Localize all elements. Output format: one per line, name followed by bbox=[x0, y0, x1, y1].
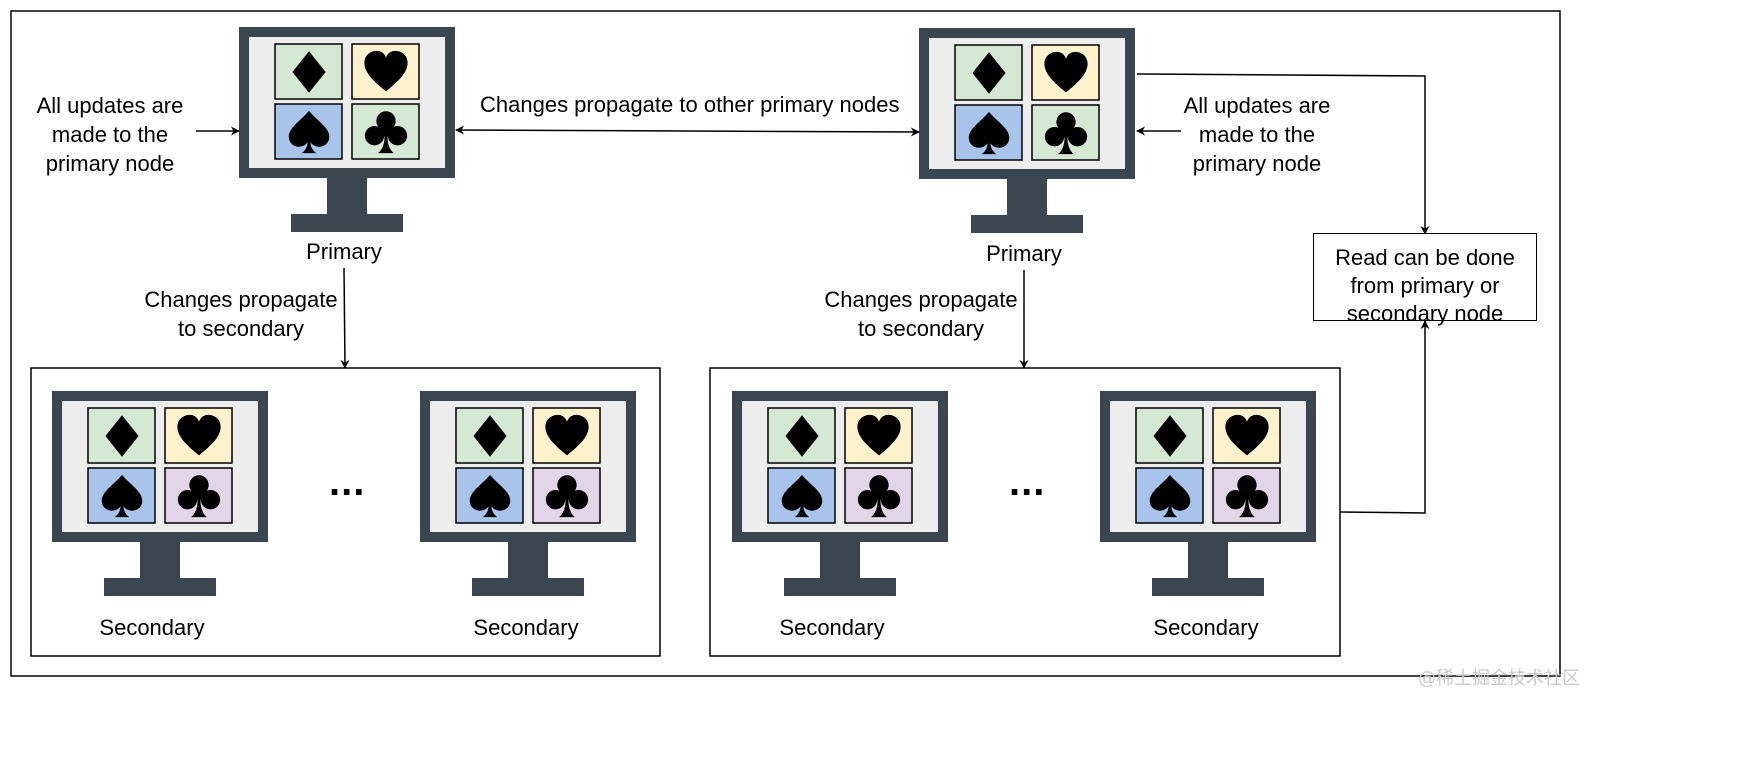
monitor-base bbox=[291, 214, 403, 232]
secondary-label-1: Secondary bbox=[99, 615, 205, 640]
left-updates-line-1: All updates are bbox=[36, 93, 184, 118]
read-box-line-1: Read can be done bbox=[1335, 245, 1515, 270]
left-propagate-secondary-label: Changes propagate to secondary bbox=[140, 285, 342, 343]
monitor-base bbox=[104, 578, 216, 596]
right-propagate-line-1: Changes propagate bbox=[824, 287, 1018, 312]
read-box-line-2: from primary or bbox=[1350, 273, 1500, 298]
monitor-base bbox=[1152, 578, 1264, 596]
monitor-neck bbox=[140, 542, 180, 580]
secondary-monitor-3 bbox=[732, 391, 948, 596]
monitor-neck bbox=[1188, 542, 1228, 580]
right-primary-monitor bbox=[919, 28, 1135, 233]
right-updates-line-3: primary node bbox=[1192, 151, 1322, 176]
outer-frame bbox=[10, 10, 1561, 677]
right-updates-line-2: made to the bbox=[1198, 122, 1316, 147]
secondary-label-3: Secondary bbox=[779, 615, 885, 640]
monitor-neck bbox=[1007, 179, 1047, 217]
right-updates-line-1: All updates are bbox=[1183, 93, 1331, 118]
monitor-neck bbox=[508, 542, 548, 580]
right-ellipsis: ... bbox=[1009, 460, 1046, 504]
left-primary-monitor bbox=[239, 27, 455, 232]
right-updates-label: All updates are made to the primary node bbox=[1177, 91, 1337, 178]
left-ellipsis: ... bbox=[329, 460, 366, 504]
right-propagate-secondary-label: Changes propagate to secondary bbox=[820, 285, 1022, 343]
left-updates-line-3: primary node bbox=[45, 151, 175, 176]
monitor-neck bbox=[820, 542, 860, 580]
monitor-base bbox=[971, 215, 1083, 233]
right-propagate-line-2: to secondary bbox=[858, 316, 984, 341]
propagate-primary-label: Changes propagate to other primary nodes bbox=[480, 92, 900, 117]
left-primary-label: Primary bbox=[306, 239, 382, 264]
watermark: @稀土掘金技术社区 bbox=[1418, 668, 1580, 689]
secondary-label-2: Secondary bbox=[473, 615, 579, 640]
left-updates-line-2: made to the bbox=[51, 122, 169, 147]
read-box-line-3: secondary node bbox=[1346, 301, 1504, 326]
arrow-primary-to-primary bbox=[455, 125, 920, 137]
monitors bbox=[52, 27, 1316, 596]
arrow-left-primary-to-secondary bbox=[340, 267, 350, 369]
left-propagate-line-1: Changes propagate bbox=[144, 287, 338, 312]
read-box: Read can be done from primary or seconda… bbox=[1313, 233, 1537, 326]
monitor-base bbox=[472, 578, 584, 596]
arrow-secondary-to-read-box bbox=[1339, 320, 1430, 514]
monitor-neck bbox=[327, 178, 367, 216]
right-primary-label: Primary bbox=[986, 241, 1062, 266]
secondary-monitor-1 bbox=[52, 391, 268, 596]
monitor-base bbox=[784, 578, 896, 596]
left-propagate-line-2: to secondary bbox=[178, 316, 304, 341]
secondary-monitor-4 bbox=[1100, 391, 1316, 596]
arrow-primary-to-read-box bbox=[1136, 73, 1430, 235]
left-updates-label: All updates are made to the primary node bbox=[30, 91, 190, 178]
secondary-label-4: Secondary bbox=[1153, 615, 1259, 640]
secondary-monitor-2 bbox=[420, 391, 636, 596]
